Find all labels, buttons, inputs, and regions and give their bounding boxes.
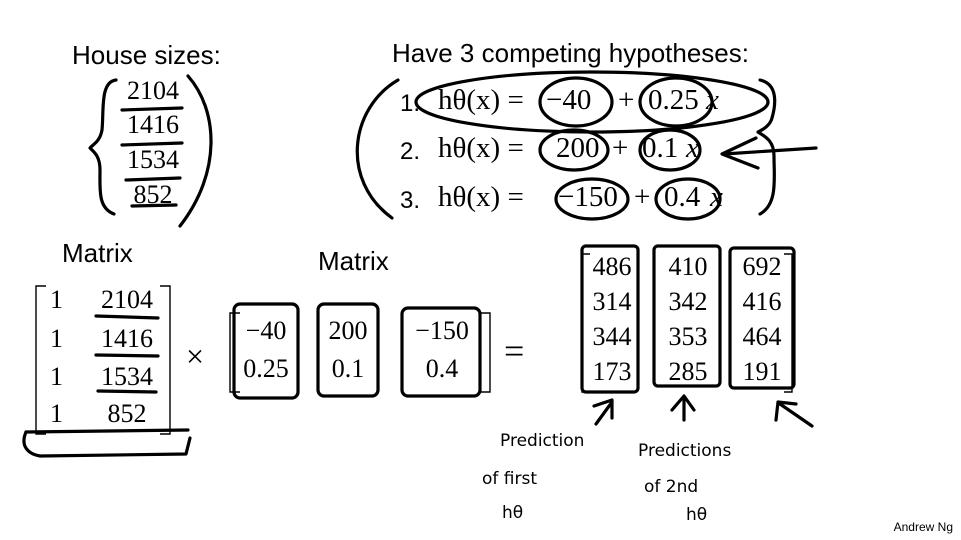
result-value: 344 (592, 322, 632, 351)
data-matrix-one: 1 (50, 399, 63, 428)
hypothesis-index: 1. (400, 90, 421, 117)
data-matrix-size: 1416 (101, 324, 153, 353)
note1-line: of first (482, 469, 537, 489)
hypothesis-slope: 0.4 (664, 181, 701, 213)
result-value: 486 (592, 252, 632, 281)
arrow-up-icon (592, 398, 614, 426)
hypothesis-lhs: hθ(x) = (438, 181, 524, 213)
house-sizes-curly-brace (88, 78, 118, 216)
result-value: 692 (742, 252, 782, 281)
hypothesis-intercept: −40 (546, 84, 592, 116)
hypothesis-var: x (710, 181, 723, 213)
note1-line: hθ (502, 503, 523, 523)
house-underline (120, 141, 184, 147)
result-value: 191 (742, 357, 782, 386)
param-value: −40 (245, 316, 287, 345)
arrow-up-icon (774, 400, 814, 428)
data-matrix-right-bracket (160, 285, 171, 435)
hypothesis-lhs: hθ(x) = (438, 84, 524, 116)
house-underline (120, 106, 184, 112)
hypothesis-intercept: −150 (558, 181, 618, 213)
data-matrix-left-bracket (35, 285, 46, 435)
slope-circle (638, 128, 702, 172)
hypothesis-slope: 0.25 (648, 84, 699, 116)
result-value: 464 (742, 322, 782, 351)
slope-circle (654, 177, 722, 221)
data-matrix-underline (94, 314, 160, 320)
arrow-up-icon (670, 394, 696, 422)
result-value: 416 (742, 287, 782, 316)
data-matrix-size: 2104 (101, 285, 153, 314)
note1-line: Prediction (500, 431, 584, 451)
author-credit: Andrew Ng (893, 520, 953, 534)
house-size-value: 1416 (127, 110, 179, 139)
param-matrix-right-bracket (480, 312, 491, 393)
param-column-box (316, 302, 380, 398)
data-matrix-one: 1 (50, 324, 63, 353)
result-column-box (728, 246, 796, 390)
arrow-head (720, 136, 760, 170)
hypothesis-intercept: 200 (556, 132, 600, 164)
note-second-predictions: Predictions of 2nd hθ (638, 441, 731, 525)
hypothesis-plus: + (618, 84, 635, 116)
hypothesis-index: 2. (400, 138, 421, 165)
param-value: −150 (415, 316, 469, 345)
intercept-circle (538, 128, 610, 172)
house-sizes-title: House sizes: (72, 40, 221, 70)
result-column-box (652, 244, 722, 388)
equals-operator: = (504, 331, 525, 371)
result-value: 173 (592, 357, 632, 386)
data-matrix-underline (94, 353, 160, 358)
result-value: 410 (668, 252, 708, 281)
hypothesis-var: x (686, 132, 699, 164)
house-size-value: 852 (133, 180, 173, 209)
hypotheses-left-paren (355, 78, 400, 220)
hypothesis-slope: 0.1 (642, 132, 679, 164)
result-column-box (580, 244, 640, 394)
result-value: 342 (668, 287, 708, 316)
hypothesis-lhs: hθ(x) = (438, 132, 524, 164)
result-value: 353 (668, 322, 708, 351)
data-matrix-underline (96, 389, 158, 394)
data-matrix-scribble (22, 430, 192, 458)
param-value: 0.1 (331, 354, 365, 383)
hypothesis-index: 3. (400, 187, 421, 214)
hypotheses-title: Have 3 competing hypotheses: (392, 38, 749, 68)
house-underline (124, 176, 182, 182)
note2-line: of 2nd (644, 477, 698, 497)
note2-line: hθ (686, 505, 707, 525)
slope-circle (638, 76, 714, 128)
hypotheses-right-brace (756, 78, 777, 216)
intercept-circle (554, 177, 630, 221)
hypothesis-var: x (706, 84, 719, 116)
note2-line: Predictions (638, 441, 731, 461)
data-matrix-label: Matrix (62, 238, 133, 268)
house-size-value: 1534 (127, 145, 179, 174)
result-value: 314 (592, 287, 632, 316)
house-sizes-right-paren (178, 74, 213, 228)
house-size-value: 2104 (127, 76, 179, 105)
data-matrix-scribble (24, 428, 190, 434)
data-matrix-one: 1 (50, 362, 63, 391)
data-matrix-one: 1 (50, 285, 63, 314)
house-underline (130, 203, 178, 208)
param-value: 0.25 (243, 354, 289, 383)
data-matrix-size: 852 (107, 399, 147, 428)
param-value: 0.4 (425, 354, 459, 383)
note-first-prediction: Prediction of first hθ (482, 431, 584, 523)
param-column-box (232, 302, 300, 400)
result-matrix-right-bracket (784, 253, 793, 393)
intercept-circle (538, 76, 614, 128)
hypothesis-plus: + (634, 181, 651, 213)
hypothesis-plus: + (612, 132, 629, 164)
param-column-box (400, 306, 482, 398)
arrow-icon (722, 146, 818, 156)
times-operator: × (186, 338, 205, 374)
param-value: 200 (328, 316, 368, 345)
param-matrix-label: Matrix (318, 246, 389, 276)
result-value: 285 (668, 357, 708, 386)
data-matrix-size: 1534 (101, 362, 153, 391)
